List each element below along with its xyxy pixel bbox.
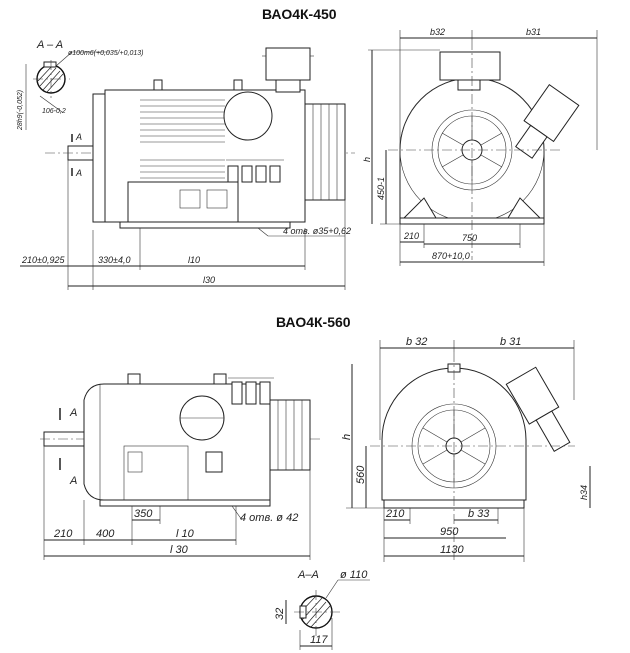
top-feet	[119, 221, 291, 229]
bottom-dim-b32: b 32	[406, 336, 427, 348]
top-cable-glands	[226, 159, 284, 183]
bottom-key-depth: 117	[310, 634, 328, 646]
bottom-section-mark-a1: A	[69, 407, 77, 419]
top-dim-h: h	[362, 157, 372, 162]
bottom-holes: 4 отв. ø 42	[240, 512, 298, 524]
top-terminal-box	[223, 91, 273, 141]
top-dim-450: 450-1	[376, 177, 386, 200]
top-lifting-eye-2	[233, 79, 243, 91]
top-dim-l10: l10	[188, 255, 200, 265]
top-dim-330: 330±4,0	[98, 255, 130, 265]
top-key-height: 28h9(-0,052)	[17, 90, 24, 131]
top-cooling-fins	[140, 99, 225, 179]
bottom-side-view: A A	[40, 373, 320, 507]
bottom-fan-cover	[269, 399, 311, 471]
top-dim-l30: l30	[203, 275, 215, 285]
top-dim-750: 750	[462, 233, 477, 243]
bottom-dim-210: 210	[53, 528, 73, 540]
top-base-block	[127, 181, 239, 223]
bottom-lifting-eye-1	[127, 373, 141, 385]
bottom-dim-b31: b 31	[500, 336, 521, 348]
top-front-flange	[92, 93, 106, 223]
top-side-dimensions: 210±0,925 330±4,0 l10 l30	[20, 160, 346, 290]
top-dim-210-front: 210	[403, 231, 419, 241]
top-key-slot	[43, 61, 57, 68]
bottom-section-aa: A–A ø 110 32 117	[274, 569, 370, 650]
bottom-dim-h: h	[341, 434, 353, 440]
top-dim-870: 870+10,0	[432, 251, 470, 261]
top-front-view	[388, 40, 580, 260]
bottom-front-side-box	[505, 366, 571, 452]
top-front-top-box	[439, 51, 501, 81]
bottom-dim-1130: 1130	[440, 544, 465, 556]
bottom-front-view	[370, 352, 575, 560]
top-section-mark-a1: A	[75, 132, 82, 142]
bottom-dim-350: 350	[134, 508, 153, 520]
top-front-dimensions: b32 b31 h 450-1 210 750 870+10,0	[362, 27, 598, 266]
bottom-cable-glands	[228, 377, 274, 405]
top-section-mark-a2: A	[75, 168, 82, 178]
bottom-front-dimensions: b 32 b 31 h 560 h34 210 b 33 950 1130	[341, 336, 591, 562]
top-junction-box	[265, 47, 311, 81]
top-dim-b31: b31	[526, 27, 541, 37]
bottom-section-mark-a2: A	[69, 475, 77, 487]
bottom-dim-210-front: 210	[385, 508, 405, 520]
bottom-side-dimensions: 350 4 отв. ø 42 210 400 l 10 l 30	[43, 446, 311, 560]
top-holes: 4 отв. ø35+0,62	[283, 226, 351, 236]
top-fan-cover	[304, 103, 346, 201]
top-shaft-dia: ø100m6(+0,035/+0,013)	[68, 50, 144, 57]
top-dim-210: 210±0,925	[21, 255, 65, 265]
bottom-feet	[99, 499, 271, 507]
bottom-lifting-eye-2	[213, 373, 227, 385]
top-dim-b32: b32	[430, 27, 445, 37]
bottom-shaft-dia: ø 110	[340, 569, 368, 581]
bottom-dim-400: 400	[96, 528, 115, 540]
bottom-key-width: 32	[274, 608, 286, 620]
bottom-section-label: A–A	[297, 569, 319, 581]
bottom-dim-b33: b 33	[468, 508, 490, 520]
top-section-label: A – A	[36, 39, 63, 51]
top-title: ВАО4К-450	[262, 6, 337, 22]
top-side-view: A A 4 отв. ø35+0,62	[45, 47, 355, 237]
bottom-dim-950: 950	[440, 526, 459, 538]
bottom-dim-l10: l 10	[176, 528, 195, 540]
bottom-dim-560: 560	[355, 465, 367, 484]
top-lifting-eye-1	[153, 79, 163, 91]
bottom-terminal-stem	[205, 451, 223, 473]
bottom-title: ВАО4К-560	[276, 314, 351, 330]
top-key-depth: 106-0,2	[42, 108, 66, 115]
bottom-dim-h34: h34	[579, 485, 589, 500]
bottom-dim-l30: l 30	[170, 544, 189, 556]
top-section-aa: A – A ø100m6(+0,035/+0,013) 28h9(-0,052)…	[17, 39, 144, 131]
